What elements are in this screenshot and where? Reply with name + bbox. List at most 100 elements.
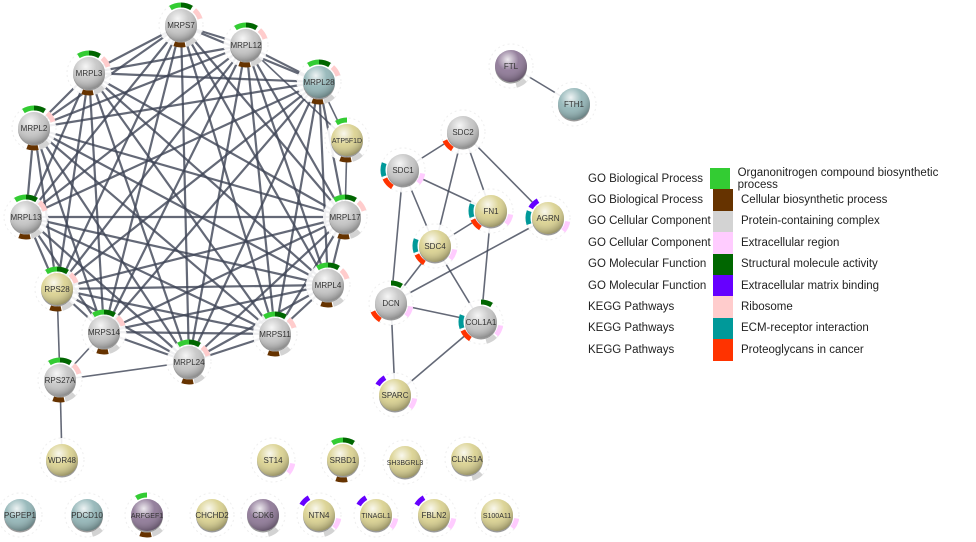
node-label: FTH1 [564,100,585,109]
annotation-arc-pcc [108,344,120,354]
annotation-arc-pgc [442,139,454,152]
edge-MRPL28-MRPS14 [103,81,320,333]
node-gloss [532,202,564,234]
node-mrpl12[interactable]: MRPL12 [223,22,269,68]
node-mrpl3[interactable]: MRPL3 [66,50,112,96]
annotation-arc-rib [286,317,297,329]
node-label: MRPL2 [21,124,48,133]
node-wdr48[interactable]: WDR48 [39,437,85,483]
edge-MRPL3-MRPS11 [88,72,276,335]
node-st14[interactable]: ST14 [250,437,296,483]
legend-category: KEGG Pathways [588,322,675,335]
annotation-arc-org [307,59,320,68]
node-label: SDC1 [392,166,414,175]
node-pdcd10[interactable]: PDCD10 [64,492,110,538]
node-label: FBLN2 [422,511,447,520]
node-dcn[interactable]: DCN [368,280,414,326]
node-ftl[interactable]: FTL [488,43,534,89]
node-mrpl13[interactable]: MRPL13 [3,194,49,240]
node-pgpep1[interactable]: PGPEP1 [0,492,43,538]
node-mrpl4[interactable]: MRPL4 [305,262,351,308]
node-label: MRPL3 [76,69,103,78]
annotation-arc-cbp [320,301,333,308]
node-clns1a[interactable]: CLNS1A [444,436,490,482]
node-mrpl28[interactable]: MRPL28 [296,59,342,105]
node-sh3bgrl3[interactable]: SH3BGRL3 [382,439,428,485]
node-cdk6[interactable]: CDK6 [240,492,286,538]
annotation-arc-rib [100,56,111,68]
node-col1a1[interactable]: COL1A1 [458,299,504,345]
node-label: MRPL24 [173,358,205,367]
node-sdc1[interactable]: SDC1 [380,147,426,193]
node-sparc[interactable]: SPARC [372,372,418,418]
annotation-arc-ecm [525,210,532,225]
node-agrn[interactable]: AGRN [525,195,571,241]
annotation-arc-pcc [185,37,197,47]
node-gloss [259,318,291,350]
annotation-arc-sma [480,299,493,308]
node-srbd1[interactable]: SRBD1 [320,437,366,483]
annotation-arc-pgc [370,310,382,323]
node-label: ATP5F1D [332,138,362,145]
node-gloss [495,50,527,82]
node-gloss [4,499,36,531]
node-label: CLNS1A [451,455,483,464]
annotation-arc-rib [200,345,211,357]
node-rps27a[interactable]: RPS27A [37,357,83,403]
node-gloss [465,306,497,338]
node-gloss [303,499,335,531]
edge-MRPL17-RPS28 [56,215,346,291]
node-tinagl1[interactable]: TINAGL1 [353,492,399,538]
annotation-arc-org [169,2,182,11]
annotation-arc-org [92,309,105,318]
node-label: ARFGEF1 [131,513,163,520]
node-label: S100A11 [483,513,511,520]
edge-MRPL2-MRPS11 [33,127,276,335]
annotation-arc-pcc [193,374,205,384]
node-ntn4[interactable]: NTN4 [296,492,342,538]
node-fn1[interactable]: FN1 [468,188,514,234]
node-s100a11[interactable]: S100A11 [474,492,520,538]
edge-MRPL28-MRPS11 [273,81,321,335]
legend-swatch [713,210,733,233]
node-fbln2[interactable]: FBLN2 [411,492,457,538]
node-atp5f1d[interactable]: ATP5F1D [324,117,370,163]
edge-ATP5F1D-MRPL12 [245,44,348,141]
node-fth1[interactable]: FTH1 [551,81,597,127]
edge-MRPS7-MRPL24 [179,24,191,363]
annotation-arc-exr [510,517,520,530]
node-gloss [481,499,513,531]
annotation-arc-org [135,492,148,501]
edge-MRPL28-MRPL24 [188,81,320,363]
node-rps28[interactable]: RPS28 [34,266,80,312]
node-mrps14[interactable]: MRPS14 [81,309,127,355]
node-arfgef1[interactable]: ARFGEF1 [124,492,170,538]
legend-category: GO Biological Process [588,172,704,185]
node-label: MRPL28 [303,78,335,87]
annotation-arc-cbp [173,41,186,48]
node-mrps11[interactable]: MRPS11 [252,311,298,357]
annotation-arc-pcc [250,57,262,67]
node-label: COL1A1 [466,318,497,327]
edge-MRPL28-MRPL2 [33,80,320,130]
node-mrpl24[interactable]: MRPL24 [166,339,212,385]
node-mrpl2[interactable]: MRPL2 [11,105,57,151]
edge-MRPL17-MRPS14 [103,216,346,333]
annotation-arc-org [48,357,61,366]
node-sdc4[interactable]: SDC4 [412,223,458,269]
node-sdc2[interactable]: SDC2 [440,109,486,155]
node-gloss [230,29,262,61]
annotation-arc-pcc [38,140,50,150]
node-mrps7[interactable]: MRPS7 [158,2,204,48]
node-mrpl17[interactable]: MRPL17 [322,194,368,240]
node-label: TINAGL1 [361,513,390,520]
node-label: SH3BGRL3 [387,460,424,467]
annotation-arc-sma [274,311,287,320]
node-chchd2[interactable]: CHCHD2 [189,492,235,538]
annotation-arc-pcc [351,152,363,162]
node-gloss [257,444,289,476]
node-gloss [88,316,120,348]
